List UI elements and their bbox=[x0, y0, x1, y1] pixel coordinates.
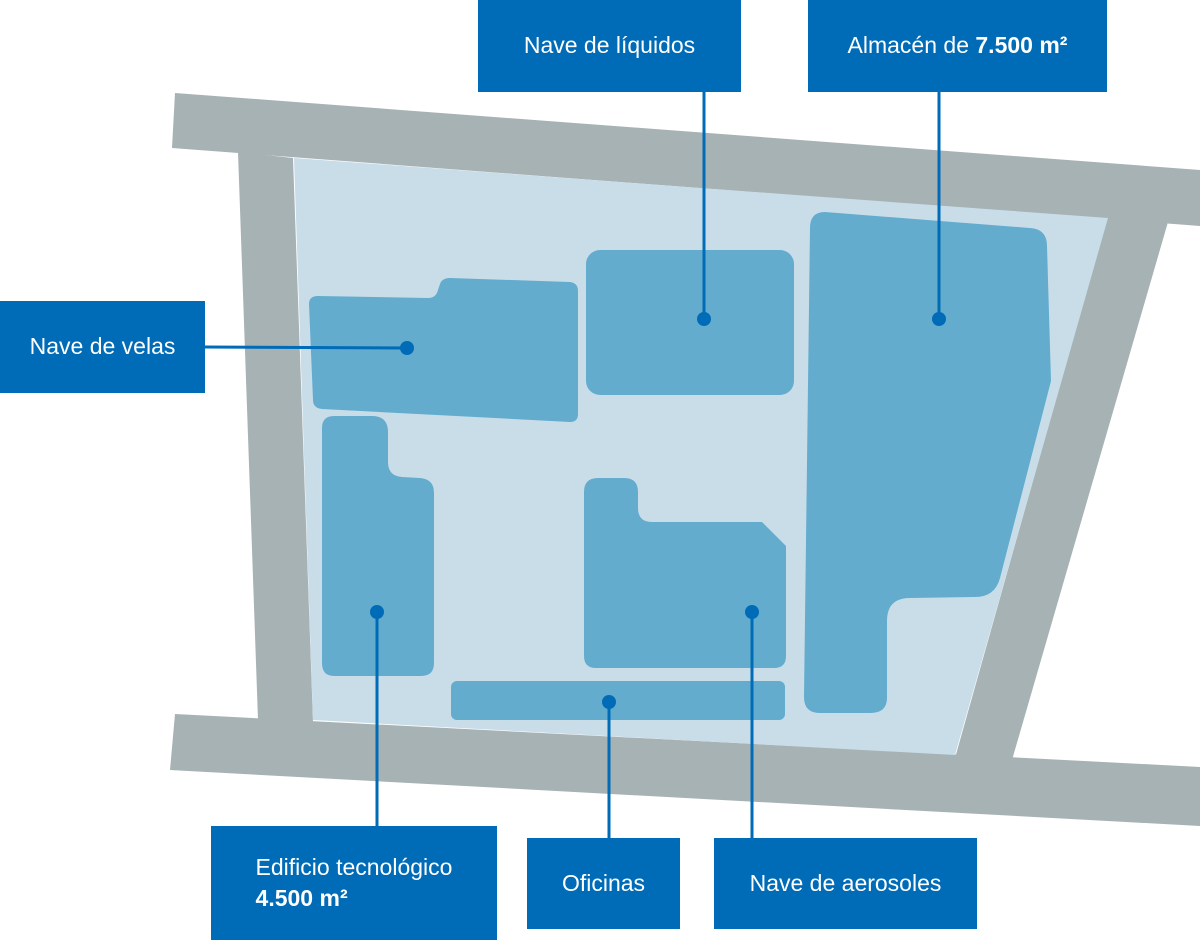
building-aerosols-hall bbox=[584, 478, 786, 668]
building-warehouse bbox=[804, 212, 1051, 713]
marker-offices bbox=[602, 695, 616, 709]
label-offices: Oficinas bbox=[527, 838, 680, 929]
label-liquids-hall-text: Nave de líquidos bbox=[523, 32, 696, 59]
building-tech bbox=[322, 416, 434, 676]
road-south bbox=[170, 714, 1200, 826]
connector-candles-hall bbox=[204, 345, 408, 350]
label-tech-building-area: 4.500 m² bbox=[255, 885, 348, 911]
marker-candles-hall bbox=[400, 341, 414, 355]
label-offices-text: Oficinas bbox=[561, 869, 646, 896]
label-tech-building-name: Edificio tecnológico bbox=[255, 853, 453, 880]
marker-aerosols-hall bbox=[745, 605, 759, 619]
road-north bbox=[172, 93, 1200, 226]
label-candles-hall: Nave de velas bbox=[0, 301, 205, 393]
building-candles-hall bbox=[309, 278, 578, 422]
label-aerosols-hall: Nave de aerosoles bbox=[714, 838, 977, 929]
label-warehouse-text: Almacén de 7.500 m² bbox=[848, 30, 1068, 61]
label-warehouse-prefix: Almacén de bbox=[847, 32, 976, 59]
label-aerosols-hall-text: Nave de aerosoles bbox=[749, 869, 942, 896]
label-warehouse-area: 7.500 m² bbox=[975, 32, 1068, 59]
label-warehouse: Almacén de 7.500 m² bbox=[808, 0, 1107, 92]
building-offices bbox=[451, 681, 785, 720]
label-tech-building: Edificio tecnológico 4.500 m² bbox=[211, 826, 497, 940]
marker-liquids-hall bbox=[697, 312, 711, 326]
road-east bbox=[955, 214, 1168, 760]
label-tech-building-text: Edificio tecnológico 4.500 m² bbox=[256, 852, 453, 914]
road-west bbox=[238, 152, 313, 722]
label-liquids-hall: Nave de líquidos bbox=[478, 0, 741, 92]
marker-warehouse bbox=[932, 312, 946, 326]
building-liquids-hall bbox=[586, 250, 794, 395]
label-candles-hall-text: Nave de velas bbox=[29, 333, 176, 360]
marker-tech-building bbox=[370, 605, 384, 619]
